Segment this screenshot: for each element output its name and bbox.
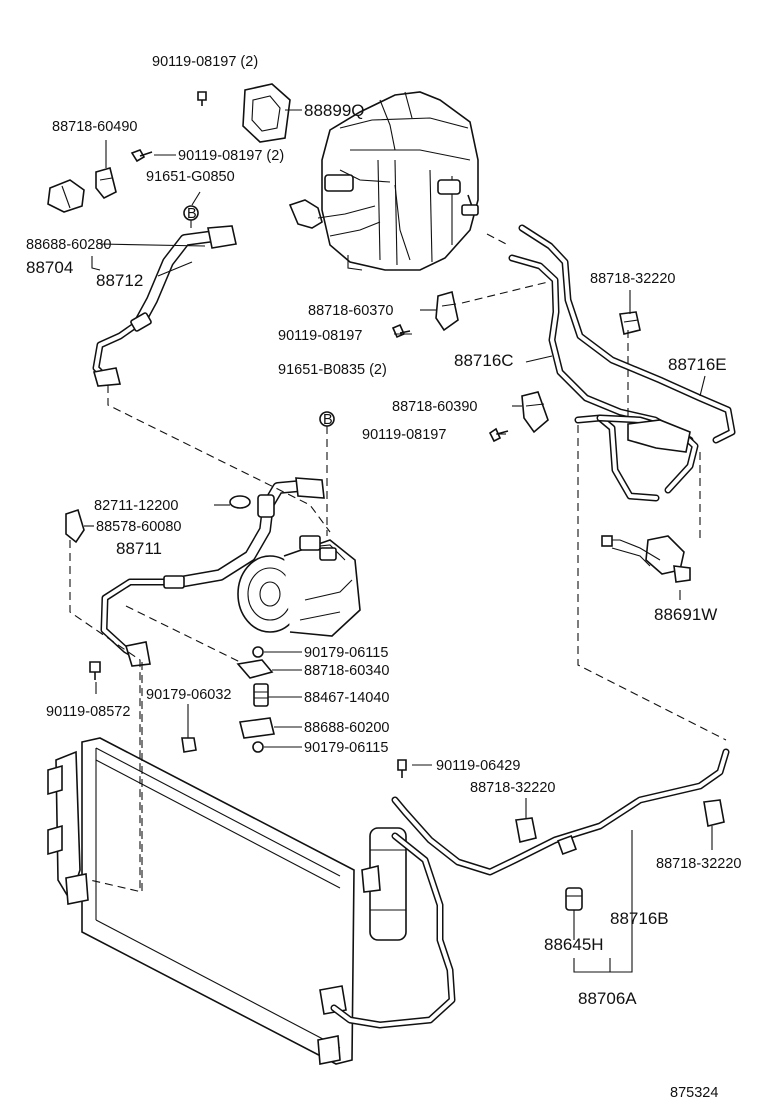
label-88467-14040: 88467-14040 <box>304 690 389 706</box>
o-ring-82711-12200 <box>229 495 251 509</box>
label-90119-08197-a: 90119-08197 <box>278 328 362 344</box>
bolt-90119-08572 <box>89 661 101 680</box>
label-88718-32220-a: 88718-32220 <box>590 271 675 287</box>
diagram-code: 875324 <box>670 1085 718 1101</box>
part-labels: 90119-08197 (2) 88899Q 88718-60490 90119… <box>26 54 741 1101</box>
label-88716b: 88716B <box>610 909 669 928</box>
label-90179-06032: 90179-06032 <box>146 687 231 703</box>
label-88716c: 88716C <box>454 351 514 370</box>
nut-90179-06032 <box>181 737 197 753</box>
marker-b-2-text: B <box>323 412 333 428</box>
evaporator-unit <box>288 91 479 271</box>
clamp-88718-32220-mid <box>515 817 537 843</box>
leader-lines <box>84 109 713 973</box>
bolt-90119-06429 <box>397 759 407 778</box>
label-88711: 88711 <box>116 539 162 558</box>
marker-b-2: B <box>319 411 335 428</box>
label-90119-06429: 90119-06429 <box>436 758 520 774</box>
label-90119-08572: 90119-08572 <box>46 704 130 720</box>
label-88691w: 88691W <box>654 605 717 624</box>
pipe-88716e-lower <box>574 414 699 502</box>
label-90179-06115-a: 90179-06115 <box>304 645 388 661</box>
label-88688-60200: 88688-60200 <box>304 720 389 736</box>
label-88578-60080: 88578-60080 <box>96 519 181 535</box>
hose-88711 <box>100 477 325 667</box>
marker-b-1-text: B <box>187 206 197 222</box>
dashed-leaders <box>69 220 727 893</box>
label-91651-g0850: 91651-G0850 <box>146 169 235 185</box>
label-88704: 88704 <box>26 258 73 277</box>
label-88718-32220-c: 88718-32220 <box>656 856 741 872</box>
label-88706a: 88706A <box>578 989 637 1008</box>
label-88718-60490: 88718-60490 <box>52 119 137 135</box>
label-88899q: 88899Q <box>304 101 365 120</box>
clamp-88718-60490 <box>95 167 117 200</box>
nut-90179-06115-b <box>252 741 264 753</box>
switch-88645h <box>565 887 583 911</box>
gasket-88899q <box>242 83 291 143</box>
clamp-88718-32220-right <box>703 799 725 827</box>
bracket-88688-60200 <box>239 717 275 739</box>
clamp-88688-60280 <box>47 179 85 213</box>
clamp-88718-60390 <box>521 391 549 434</box>
clamp-88718-32220-top <box>619 311 641 335</box>
hose-88712 <box>92 225 237 387</box>
label-88718-60390: 88718-60390 <box>392 399 477 415</box>
label-91651-b0835-2: 91651-B0835 (2) <box>278 362 387 378</box>
pipe-88716b <box>330 748 730 1029</box>
label-88645h: 88645H <box>544 935 604 954</box>
cushion-88467-14040 <box>253 683 269 707</box>
pipe-88716e <box>518 224 736 444</box>
label-88712: 88712 <box>96 271 143 290</box>
marker-b-1: B <box>183 205 199 222</box>
compressor <box>237 535 361 637</box>
bracket-88718-60340 <box>236 659 274 679</box>
clamp-88718-60370 <box>435 290 459 332</box>
pipe-88716c <box>508 254 694 444</box>
label-88718-32220-b: 88718-32220 <box>470 780 555 796</box>
nut-90179-06115-a <box>252 646 264 658</box>
switch-88691w <box>601 535 691 583</box>
label-90119-08197-2-mid: 90119-08197 (2) <box>178 148 284 164</box>
receiver-drier <box>361 827 407 941</box>
label-90119-08197-2-top: 90119-08197 (2) <box>152 54 258 70</box>
label-88688-60280: 88688-60280 <box>26 237 111 253</box>
label-90179-06115-b: 90179-06115 <box>304 740 388 756</box>
label-88718-60370: 88718-60370 <box>308 303 393 319</box>
label-90119-08197-b: 90119-08197 <box>362 427 446 443</box>
label-88718-60340: 88718-60340 <box>304 663 389 679</box>
condenser <box>47 737 355 1065</box>
label-82711-12200: 82711-12200 <box>94 498 178 514</box>
label-88716e: 88716E <box>668 355 727 374</box>
clip-88578-60080 <box>65 508 85 544</box>
